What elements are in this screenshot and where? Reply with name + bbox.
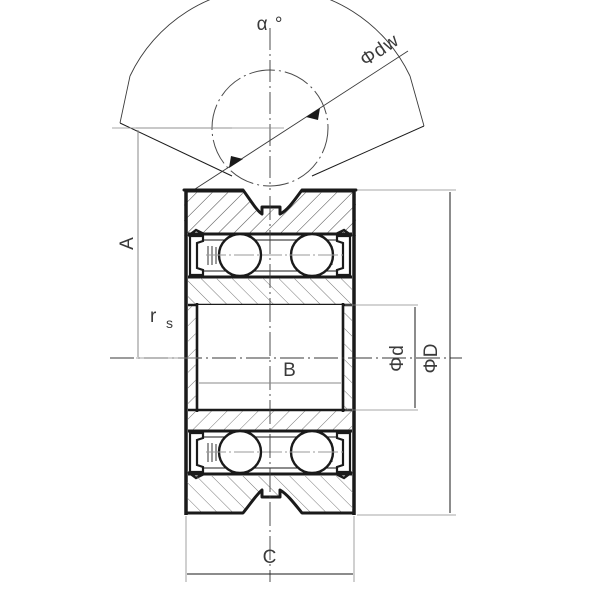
dimension-bore-diameter-label: Φd: [387, 344, 408, 372]
angle-arc-right-leader: [409, 75, 425, 127]
top-labels: α ° Φdw: [257, 14, 404, 71]
angle-label: α °: [257, 14, 284, 35]
dimension-c-label: C: [263, 547, 278, 568]
vgroove-top-profile: [182, 188, 358, 216]
angle-arc-left-leader: [119, 75, 131, 124]
dw-arrowhead-lower: [229, 156, 243, 168]
upper-right-seal: [335, 234, 352, 277]
ball-diameter-label: Φdw: [356, 30, 403, 71]
dimension-outside-diameter: ΦD: [357, 189, 456, 516]
lower-right-seal: [335, 431, 352, 474]
dimension-a: A: [117, 127, 232, 359]
upper-left-seal: [188, 234, 205, 277]
dimension-b: B: [199, 360, 341, 384]
dimension-a-label: A: [117, 236, 138, 250]
upper-right-seal-notch: [335, 228, 353, 237]
dimension-b-label: B: [283, 360, 297, 381]
fillet-radius-subscript: s: [166, 315, 174, 331]
fillet-radius-annotation: r s: [150, 306, 174, 331]
ball-diameter-dimension-line: [191, 50, 409, 192]
lower-left-seal: [188, 431, 205, 474]
bore-area: [197, 305, 343, 410]
upper-left-seal-notch: [187, 228, 205, 237]
angle-leg-left: [119, 122, 233, 177]
dw-arrow-guide: [150, 148, 206, 175]
centerlines: [110, 196, 462, 582]
angle-leg-right: [311, 125, 425, 177]
angle-arc: [129, 0, 411, 77]
lower-ring-section-hatch: [187, 476, 353, 513]
dimension-c: C: [185, 516, 355, 582]
fillet-radius-label: r: [150, 306, 157, 327]
dimension-outside-diameter-label: ΦD: [421, 343, 442, 374]
vgroove-bottom-profile: [185, 488, 355, 515]
dw-arrowhead-upper: [306, 108, 320, 120]
dimension-bore-diameter: Φd: [345, 304, 418, 411]
